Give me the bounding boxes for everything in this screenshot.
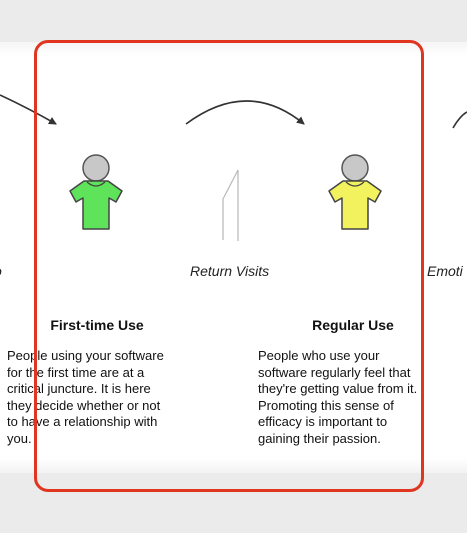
user-icon-regular — [328, 154, 382, 230]
description-line: gaining their passion. — [258, 430, 381, 446]
description-line: People using your software — [7, 348, 164, 363]
user-shirt-regular — [328, 180, 382, 230]
description-line: they're getting value from it. — [258, 381, 418, 396]
description-line: for the first time are at a — [7, 364, 145, 380]
user-shirt-first-time — [69, 180, 123, 230]
stage-label-right-partial: Emoti — [427, 263, 463, 279]
arrow-into-regular — [185, 100, 305, 125]
description-line: efficacy is important to — [258, 414, 388, 429]
highlight-box — [34, 40, 424, 492]
description-line: People who use your — [258, 348, 380, 363]
description-line: software regularly feel that — [258, 364, 411, 380]
arrow-into-first-time — [0, 94, 57, 125]
diagram-panel — [0, 42, 467, 473]
return-visits-mark — [222, 169, 239, 241]
description-line: critical juncture. It is here — [7, 381, 151, 396]
description-line: you. — [7, 430, 32, 446]
description-first-time-use: People using your software for the first… — [7, 348, 207, 447]
description-line: Promoting this sense of — [258, 397, 394, 413]
arrow-out-partial — [452, 111, 467, 129]
description-line: to have a relationship with — [7, 414, 158, 429]
description-line: they decide whether or not — [7, 397, 161, 413]
heading-first-time-use: First-time Use — [50, 317, 144, 333]
heading-regular-use: Regular Use — [312, 317, 394, 333]
description-regular-use: People who use your software regularly f… — [258, 348, 463, 447]
stage-label-return-visits: Return Visits — [190, 263, 270, 279]
user-icon-first-time — [69, 154, 123, 230]
bottom-fade — [0, 458, 467, 482]
stage-label-left-partial: o — [0, 263, 2, 279]
